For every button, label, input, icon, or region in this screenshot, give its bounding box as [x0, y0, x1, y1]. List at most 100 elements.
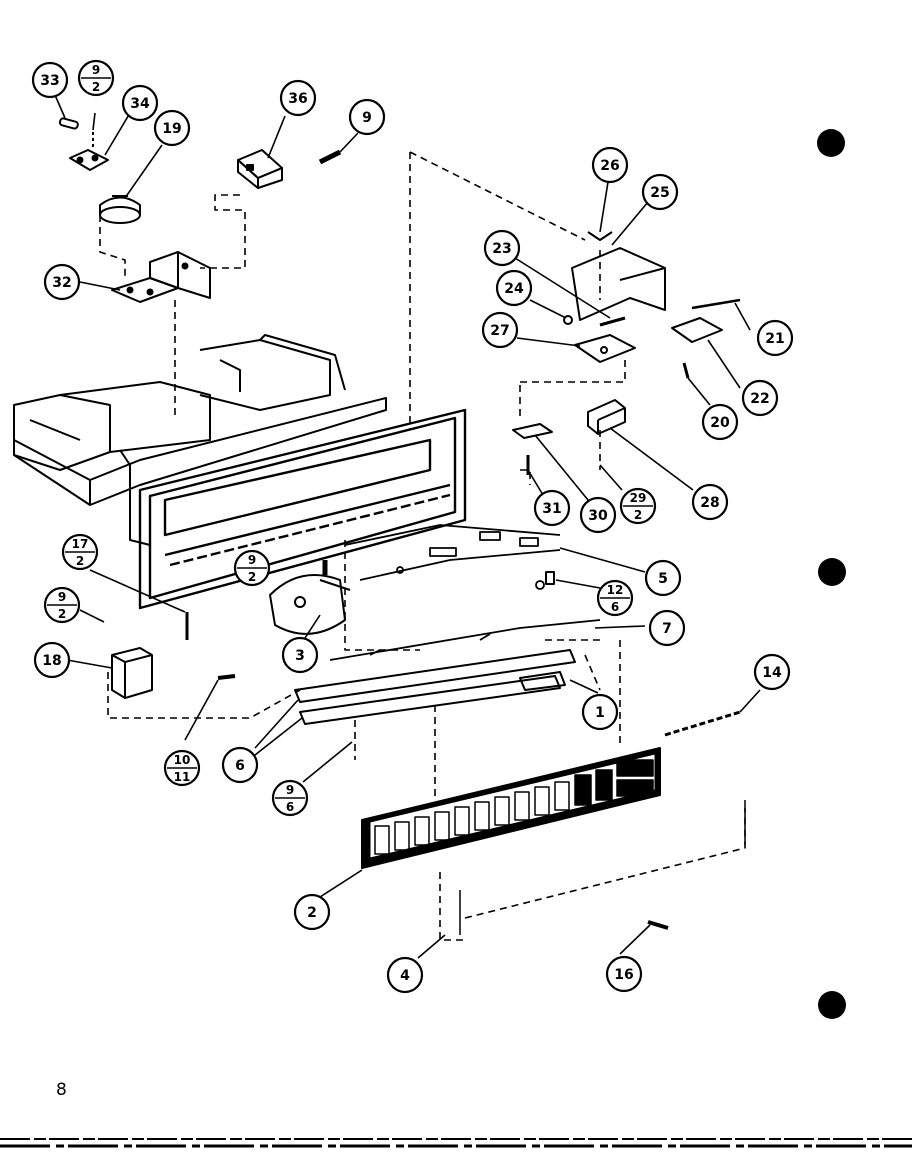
callout-9-2-middle-num: 9	[248, 553, 256, 567]
part-2-control-panel	[361, 747, 661, 869]
callout-22[interactable]: 22	[741, 379, 779, 417]
callout-9-2-middle-den: 2	[248, 570, 256, 584]
part-16-screw	[647, 920, 669, 930]
callout-21[interactable]: 21	[756, 319, 794, 357]
callout-9[interactable]: 9	[348, 98, 386, 136]
callout-36[interactable]: 36	[279, 79, 317, 117]
callout-19-label: 19	[162, 121, 181, 137]
callout-10-11-den: 11	[174, 770, 191, 784]
callout-1-label: 1	[595, 705, 605, 721]
callout-16[interactable]: 16	[605, 955, 643, 993]
callout-24-label: 24	[504, 281, 524, 297]
callout-32[interactable]: 32	[43, 263, 81, 301]
callout-22-label: 22	[750, 391, 769, 407]
part-18-relay	[111, 647, 153, 699]
part-26-clip	[587, 231, 613, 241]
callout-29-2[interactable]: 29 2	[619, 487, 657, 525]
callout-33-label: 33	[40, 73, 59, 89]
callout-9-6-den: 6	[286, 800, 294, 814]
callout-26[interactable]: 26	[591, 146, 629, 184]
callout-18[interactable]: 18	[33, 641, 71, 679]
callout-17-2-den: 2	[76, 554, 84, 568]
part-19-thermostat	[99, 195, 141, 224]
callout-9-2-left-num: 9	[58, 590, 66, 604]
callout-6-label: 6	[235, 758, 245, 774]
callout-19[interactable]: 19	[153, 109, 191, 147]
part-3-motor	[269, 574, 351, 635]
callout-32-label: 32	[52, 275, 71, 291]
callout-9-2-middle[interactable]: 9 2	[233, 549, 271, 587]
callout-28-label: 28	[700, 495, 719, 511]
callout-9-6[interactable]: 9 6	[271, 779, 309, 817]
part-10-screw	[217, 674, 236, 680]
callout-1[interactable]: 1	[581, 693, 619, 731]
callout-9-label: 9	[362, 110, 372, 126]
callout-6[interactable]: 6	[221, 746, 259, 784]
callout-29-2-den: 2	[634, 508, 642, 522]
callout-17-2[interactable]: 17 2	[61, 533, 99, 571]
part-25-bracket	[571, 247, 666, 321]
callout-27[interactable]: 27	[481, 311, 519, 349]
callout-23[interactable]: 23	[483, 229, 521, 267]
callout-25-label: 25	[650, 185, 669, 201]
callout-2[interactable]: 2	[293, 893, 331, 931]
callout-34-label: 34	[130, 96, 150, 112]
callout-28[interactable]: 28	[691, 483, 729, 521]
parts-drawing	[13, 94, 761, 959]
callout-27-label: 27	[490, 323, 509, 339]
part-5-board	[344, 524, 561, 590]
callout-18-label: 18	[42, 653, 61, 669]
callout-21-label: 21	[765, 331, 784, 347]
part-20-screw	[682, 362, 690, 379]
callout-3[interactable]: 3	[281, 636, 319, 674]
callout-14[interactable]: 14	[753, 653, 791, 691]
part-33-pin	[58, 117, 79, 130]
liner-top-cover	[13, 334, 387, 546]
callout-14-label: 14	[762, 665, 782, 681]
callout-9-2-left-den: 2	[58, 607, 66, 621]
part-28-block	[587, 399, 626, 435]
part-27-plate	[574, 334, 636, 363]
callout-10-11[interactable]: 10 11	[163, 749, 201, 787]
callout-9-2-top[interactable]: 9 2	[77, 59, 115, 97]
callout-9-2-top-num: 9	[92, 63, 100, 77]
callout-20-label: 20	[710, 415, 730, 431]
callout-12-6[interactable]: 12 6	[596, 579, 634, 617]
scan-edge	[0, 1138, 912, 1148]
part-36-housing	[237, 149, 283, 189]
callout-10-11-num: 10	[174, 753, 191, 767]
page-number: 8	[56, 1080, 67, 1100]
callout-20[interactable]: 20	[701, 403, 739, 441]
callout-3-label: 3	[295, 648, 305, 664]
binder-hole-bottom	[818, 991, 846, 1019]
callout-26-label: 26	[600, 158, 619, 174]
part-1-ring	[519, 671, 566, 691]
callout-7-label: 7	[662, 621, 672, 637]
front-frame	[138, 408, 467, 610]
callout-33[interactable]: 33	[31, 61, 69, 99]
callout-31[interactable]: 31	[533, 489, 571, 527]
callout-4[interactable]: 4	[386, 956, 424, 994]
callout-24[interactable]: 24	[495, 269, 533, 307]
part-22-plate	[671, 317, 723, 343]
callout-5[interactable]: 5	[644, 559, 682, 597]
callout-30[interactable]: 30	[579, 496, 617, 534]
callout-34[interactable]: 34	[121, 84, 159, 122]
leader-lines	[54, 94, 761, 959]
binder-hole-top	[817, 129, 845, 157]
callout-5-label: 5	[658, 571, 668, 587]
callout-9-2-left[interactable]: 9 2	[43, 586, 81, 624]
callout-29-2-num: 29	[630, 491, 647, 505]
binder-hole-middle	[818, 558, 846, 586]
callout-23-label: 23	[492, 241, 511, 257]
callouts: 33 9 2 34 19 36 9 32 26	[31, 59, 794, 994]
part-4-cover	[459, 800, 746, 935]
callout-7[interactable]: 7	[648, 609, 686, 647]
callout-30-label: 30	[588, 508, 608, 524]
part-30-plate	[512, 423, 553, 439]
callout-12-6-num: 12	[607, 583, 624, 597]
part-7-board	[329, 619, 601, 661]
part-6-rails	[294, 649, 576, 725]
callout-25[interactable]: 25	[641, 173, 679, 211]
